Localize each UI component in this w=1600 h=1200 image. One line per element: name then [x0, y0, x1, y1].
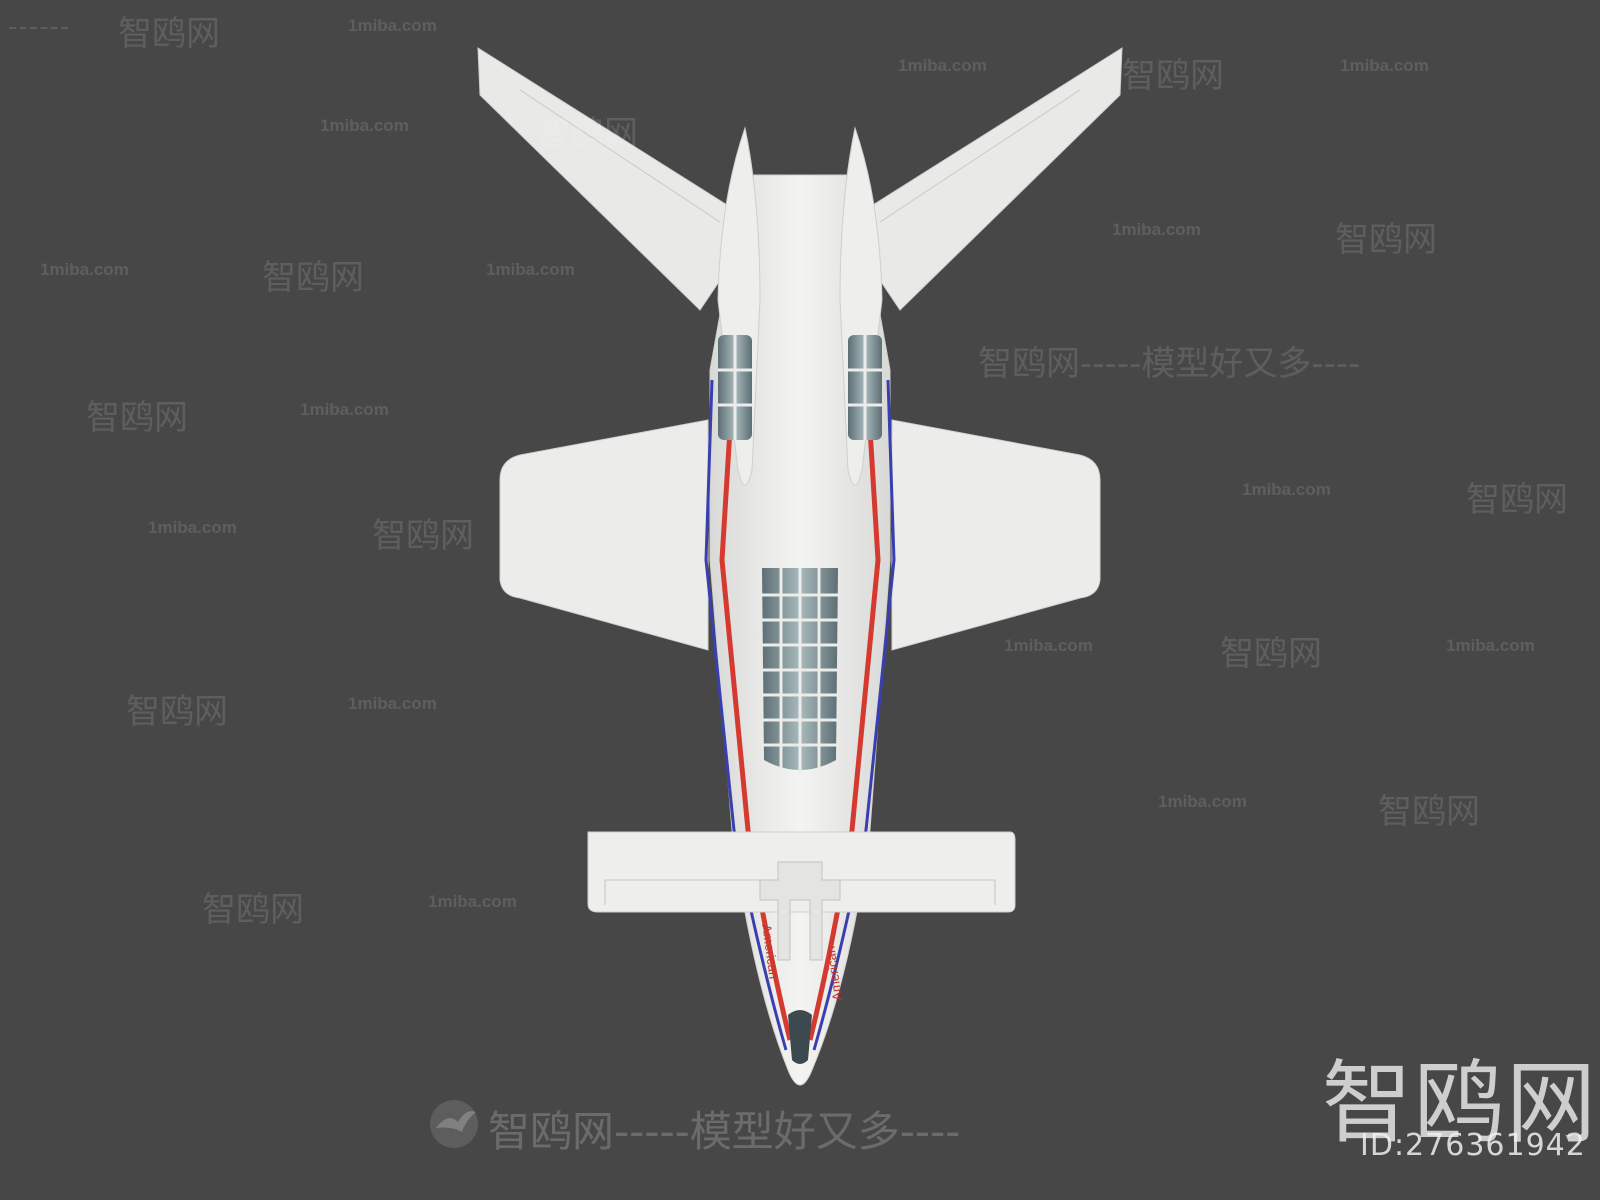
watermark-cn: 智鸥网 [86, 398, 188, 438]
watermark-cn: 智鸥网 [202, 890, 304, 930]
watermark-cn: 智鸥网 [126, 692, 228, 732]
watermark-dashes: ------ [8, 12, 71, 42]
model-id-label: ID:276361942 [1360, 1128, 1586, 1163]
main-wing-right [891, 419, 1101, 651]
watermark-cn: 智鸥网 [1220, 634, 1322, 674]
watermark-en: 1miba.com [1112, 220, 1201, 239]
bird-logo-icon [430, 1100, 478, 1148]
rear-wing-left [477, 47, 736, 311]
watermark-cn: 智鸥网 [262, 258, 364, 298]
watermark-cn: 智鸥网 [1466, 480, 1568, 520]
engine-window-left [718, 335, 752, 440]
watermark-en: 1miba.com [1242, 480, 1331, 499]
watermark-en: 1miba.com [1004, 636, 1093, 655]
watermark-en: 1miba.com [1446, 636, 1535, 655]
watermark-slogan: 智鸥网-----模型好又多---- [978, 344, 1361, 384]
watermark-en: 1miba.com [428, 892, 517, 911]
brand-logo-text: 智鸥网 [1322, 1051, 1598, 1156]
center-glass-panel [762, 568, 838, 775]
bottom-slogan-watermark: 智鸥网-----模型好又多---- [488, 1107, 961, 1156]
engine-window-right [848, 335, 882, 440]
watermark-en: 1miba.com [1340, 56, 1429, 75]
watermark-cn: 智鸥网 [118, 14, 220, 54]
tail-cross [759, 861, 841, 961]
watermark-en: 1miba.com [898, 56, 987, 75]
watermark-cn: 智鸥网 [1335, 220, 1437, 260]
watermark-cn: 智鸥网 [372, 516, 474, 556]
watermark-en: 1miba.com [320, 116, 409, 135]
rear-wing-right [864, 47, 1123, 311]
cockpit-window [788, 1010, 812, 1064]
watermark-en: 1miba.com [348, 694, 437, 713]
main-wing-left [499, 419, 709, 651]
watermark-cn: 智鸥网 [1378, 792, 1480, 832]
watermark-en: 1miba.com [300, 400, 389, 419]
watermark-en: 1miba.com [486, 260, 575, 279]
watermark-en: 1miba.com [1158, 792, 1247, 811]
watermark-en: 1miba.com [40, 260, 129, 279]
watermark-en: 1miba.com [148, 518, 237, 537]
watermark-cn: 智鸥网 [536, 114, 638, 154]
watermark-cn: 智鸥网 [1122, 56, 1224, 96]
watermark-en: 1miba.com [348, 16, 437, 35]
